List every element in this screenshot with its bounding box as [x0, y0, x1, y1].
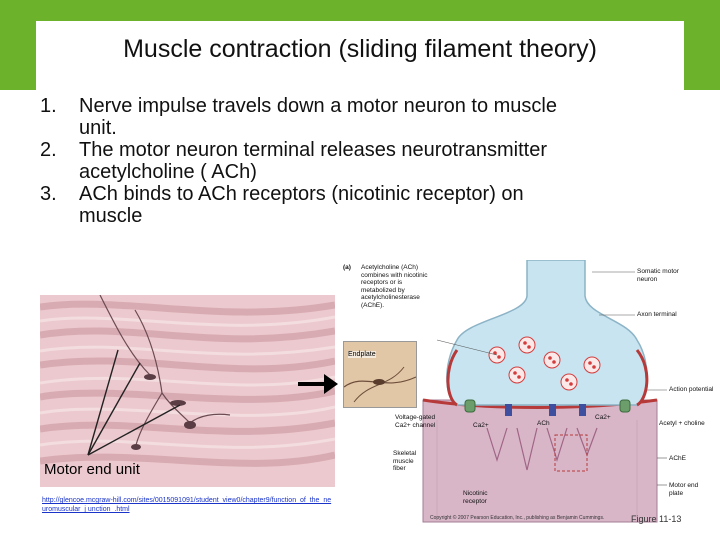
nicotinic-line: receptor	[463, 497, 487, 505]
skeletal-muscle-fiber-label: Skeletal muscle fiber	[393, 450, 416, 473]
copyright-notice: Copyright © 2007 Pearson Education, Inc.…	[430, 515, 605, 521]
mep-line: plate	[669, 489, 684, 497]
acetyl-choline-label: Acetyl + choline	[659, 420, 705, 427]
title-banner: Muscle contraction (sliding filament the…	[0, 0, 720, 90]
step-item: 3. ACh binds to ACh receptors (nicotinic…	[40, 183, 680, 227]
endplate-label: Endplate	[348, 351, 376, 358]
ca-upper-label: Ca2+	[595, 414, 611, 421]
neuromuscular-junction-figure: (a) Acetylcholine (ACh) combines with ni…	[337, 259, 720, 530]
step-item: 1. Nerve impulse travels down a motor ne…	[40, 95, 680, 139]
ach-note-line: (AChE).	[361, 301, 385, 309]
ach-note-line: Acetylcholine (ACh)	[361, 264, 419, 271]
motor-end-unit-label: Motor end unit	[44, 461, 140, 478]
nicotinic-receptor-label: Nicotinic receptor	[463, 490, 488, 505]
steps-list: 1. Nerve impulse travels down a motor ne…	[40, 95, 680, 227]
somatic-line: neuron	[637, 275, 658, 283]
motor-end-plate-label: Motor end plate	[669, 482, 698, 497]
slide-title: Muscle contraction (sliding filament the…	[123, 35, 597, 63]
ach-note-line: receptors or is	[361, 279, 403, 286]
ach-label: ACh	[537, 420, 550, 427]
ache-label: AChE	[669, 455, 686, 462]
step-text-line: The motor neuron terminal releases neuro…	[79, 139, 547, 161]
step-number: 1.	[40, 95, 57, 117]
ca-lower-label: Ca2+	[473, 422, 489, 429]
ach-note-line: combines with nicotinic	[361, 271, 428, 279]
step-text-line: acetylcholine ( ACh)	[79, 161, 257, 183]
ach-note-line: acetylcholinesterase	[361, 294, 420, 301]
right-arrow-icon	[298, 374, 338, 394]
step-text-line: ACh binds to ACh receptors (nicotinic re…	[79, 183, 524, 205]
figure-number: Figure 11-13	[631, 514, 682, 524]
step-number: 2.	[40, 139, 57, 161]
skeletal-line: fiber	[393, 465, 406, 472]
step-item: 2. The motor neuron terminal releases ne…	[40, 139, 680, 183]
step-number: 3.	[40, 183, 57, 205]
panel-label: (a)	[343, 264, 351, 271]
source-link[interactable]: http://glencoe.mcgraw-hill.com/sites/001…	[42, 497, 332, 513]
muscle-micrograph	[40, 295, 335, 487]
nicotinic-line: Nicotinic	[463, 490, 488, 497]
micrograph-image	[40, 295, 335, 487]
action-potential-label: Action potential	[669, 386, 714, 393]
step-text-line: muscle	[79, 205, 143, 227]
endplate-inset: Endplate	[343, 341, 417, 408]
ach-note: Acetylcholine (ACh) combines with nicoti…	[361, 264, 427, 309]
step-text-line: Nerve impulse travels down a motor neuro…	[79, 95, 557, 117]
voltage-gated-channel-label: Voltage-gated Ca2+ channel	[395, 414, 435, 429]
somatic-line: Somatic motor	[637, 268, 679, 275]
somatic-motor-neuron-label: Somatic motor neuron	[637, 268, 679, 283]
nmj-diagram	[422, 259, 667, 523]
vg-line: Ca2+ channel	[395, 421, 436, 429]
step-text-line: unit.	[79, 117, 117, 139]
title-box: Muscle contraction (sliding filament the…	[36, 21, 684, 90]
ach-note-line: metabolized by	[361, 286, 405, 294]
axon-terminal-label: Axon terminal	[637, 311, 677, 318]
skeletal-line: muscle	[393, 457, 414, 465]
skeletal-line: Skeletal	[393, 450, 417, 457]
mep-line: Motor end	[669, 482, 699, 489]
vg-line: Voltage-gated	[395, 414, 436, 421]
